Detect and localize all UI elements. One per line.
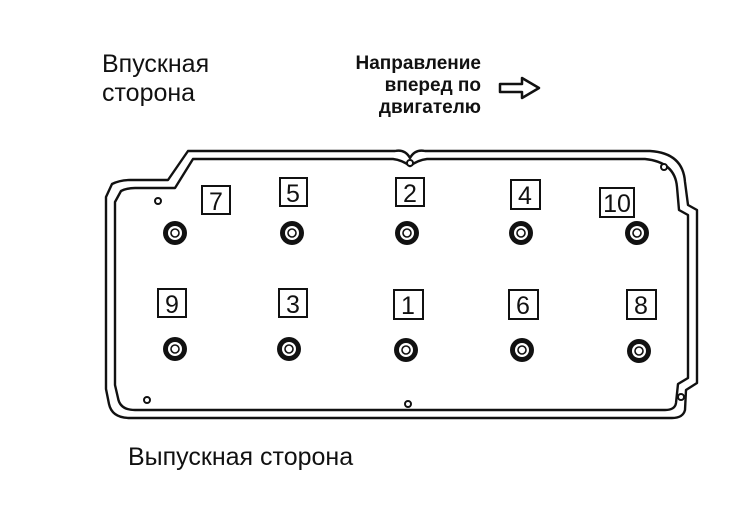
outline-arrow-right-icon — [498, 76, 541, 100]
bolt-number-box — [508, 289, 539, 320]
bolt-head — [277, 337, 301, 361]
bolt-number-box — [395, 177, 425, 207]
bolt-number-box — [201, 185, 231, 215]
front-direction-line-2: вперед по — [384, 75, 481, 96]
bolts — [163, 221, 651, 363]
bolt-head — [394, 338, 418, 362]
bolt-number-box — [510, 179, 541, 210]
gasket-hole — [406, 159, 414, 167]
intake-side-line-2: сторона — [102, 79, 196, 107]
bolt-number: 3 — [286, 291, 300, 319]
bolt-number: 7 — [209, 188, 223, 216]
front-direction-line-1: Направление — [355, 53, 481, 74]
bolt-number-box — [599, 187, 635, 218]
front-direction-label: Направление вперед по двигателю — [300, 53, 481, 119]
intake-side-line-1: Впускная — [102, 50, 210, 78]
gasket-hole — [677, 393, 685, 401]
bolt-number: 8 — [634, 292, 648, 320]
bolt-number: 6 — [516, 292, 530, 320]
bolt-number: 9 — [165, 291, 179, 319]
bolt-number: 10 — [603, 190, 631, 218]
bolt-number: 4 — [518, 182, 532, 210]
bolt-head — [510, 338, 534, 362]
bolt-head — [625, 221, 649, 245]
bolt-number: 2 — [403, 180, 417, 208]
bolt-number-box — [393, 289, 424, 320]
bolt-number: 5 — [286, 180, 300, 208]
bolt-head — [509, 221, 533, 245]
bolt-numbers: 7 5 2 4 10 9 3 1 6 8 — [165, 180, 648, 320]
gasket-hole — [404, 400, 412, 408]
bolt-head — [163, 221, 187, 245]
bolt-number-box — [278, 288, 308, 318]
gasket-hole — [154, 197, 162, 205]
gasket-holes — [143, 159, 685, 408]
gasket-outer-edge — [104, 149, 699, 420]
gasket-hole — [660, 163, 668, 171]
gasket-hole — [143, 396, 151, 404]
front-direction-line-3: двигателю — [378, 97, 481, 118]
bolt-number: 1 — [401, 292, 415, 320]
bolt-number-box — [279, 177, 308, 207]
bolt-number-box — [626, 289, 657, 320]
bolt-head — [395, 221, 419, 245]
bolt-head — [627, 339, 651, 363]
bolt-head — [163, 337, 187, 361]
bolt-number-box — [157, 288, 187, 318]
intake-side-label: Впускная сторона — [102, 50, 209, 108]
exhaust-side-label: Выпускная сторона — [128, 443, 354, 471]
bolt-number-boxes — [157, 177, 657, 320]
bolt-head — [280, 221, 304, 245]
